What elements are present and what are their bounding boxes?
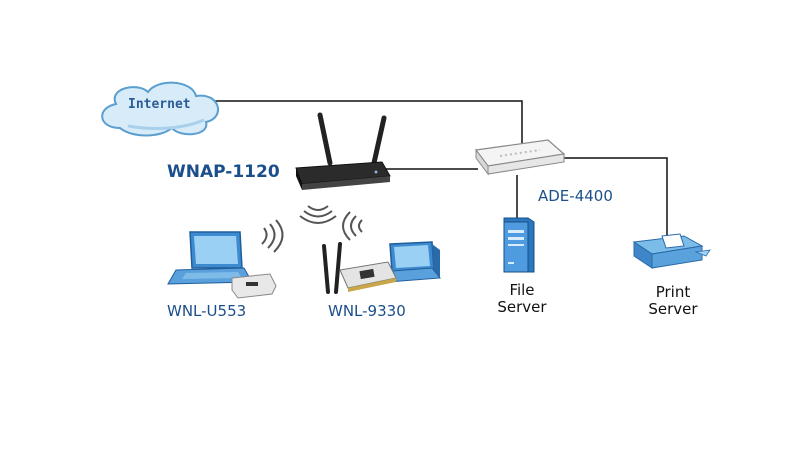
pci-card-icon bbox=[322, 242, 397, 294]
access-point-icon bbox=[295, 112, 391, 190]
internet-cloud-icon bbox=[101, 81, 219, 137]
laptop-wifi-signal-icon bbox=[261, 219, 284, 253]
laptop-icon bbox=[167, 231, 253, 285]
router-to-printserver-line bbox=[562, 157, 668, 238]
pci-card-label: WNL-9330 bbox=[328, 302, 406, 320]
file-server-label-line1: File bbox=[509, 281, 535, 299]
pci-wifi-signal-icon bbox=[342, 211, 363, 241]
file-server-label-line2: Server bbox=[497, 298, 547, 316]
internet-to-router-line bbox=[215, 100, 523, 150]
router-label: ADE-4400 bbox=[538, 187, 613, 205]
internet-label: Internet bbox=[128, 97, 191, 112]
file-server-label: File Server bbox=[492, 282, 552, 316]
print-server-icon bbox=[632, 233, 711, 269]
wifi-signal-icon bbox=[299, 205, 337, 224]
usb-adapter-label: WNL-U553 bbox=[167, 302, 247, 320]
access-point-label: WNAP-1120 bbox=[167, 162, 280, 182]
print-server-label-line1: Print bbox=[655, 283, 691, 301]
usb-adapter-icon bbox=[231, 273, 277, 299]
print-server-label-line2: Server bbox=[648, 300, 698, 318]
connection-lines bbox=[215, 100, 668, 238]
router-icon bbox=[474, 139, 566, 176]
file-server-icon bbox=[503, 217, 535, 273]
print-server-label: Print Server bbox=[642, 284, 704, 318]
